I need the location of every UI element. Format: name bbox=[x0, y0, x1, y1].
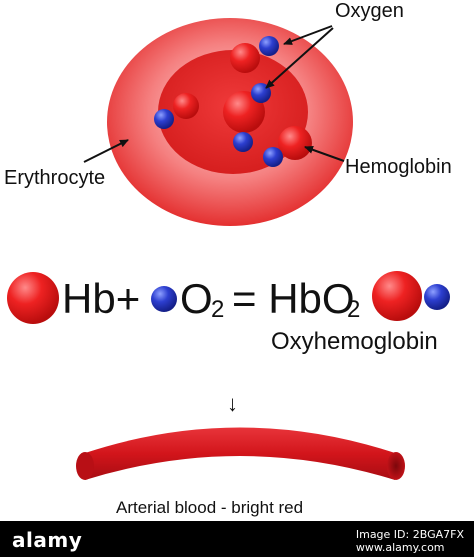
equation-equals-hbo: = HbO bbox=[232, 275, 355, 322]
footer-image-id: Image ID: 2BGA7FX bbox=[355, 528, 464, 541]
oxygen-molecule bbox=[259, 36, 279, 56]
vessel-left-opening bbox=[76, 452, 94, 480]
oxygen-molecule bbox=[154, 109, 174, 129]
oxygen-molecule bbox=[263, 147, 283, 167]
pointer-arrows bbox=[83, 25, 345, 163]
hemoglobin-molecule bbox=[278, 126, 312, 160]
arterial-blood-label: Arterial blood - bright red bbox=[116, 498, 304, 517]
footer-site: www.alamy.com bbox=[355, 540, 445, 554]
oxygen-molecule bbox=[233, 132, 253, 152]
oxygen-label: Oxygen bbox=[335, 0, 404, 22]
equation-oxygen-symbol: O bbox=[180, 275, 213, 322]
erythrocyte-arrow bbox=[83, 139, 129, 163]
vessel-body bbox=[85, 427, 395, 480]
hemoglobin-molecule bbox=[173, 93, 199, 119]
oxygen-arrow bbox=[283, 25, 333, 45]
hemoglobin-arrow bbox=[304, 145, 345, 162]
erythrocyte-label: Erythrocyte bbox=[4, 167, 106, 189]
hemoglobin-molecule bbox=[223, 91, 265, 133]
oxyhemoglobin-hb bbox=[372, 271, 422, 321]
hemoglobin-molecule bbox=[230, 43, 260, 73]
footer-image-info: Image ID: 2BGA7FX www.alamy.com bbox=[355, 528, 464, 554]
vessel-right-opening bbox=[387, 452, 405, 480]
oxyhemoglobin-label: Oxyhemoglobin bbox=[271, 328, 438, 355]
oxyhemoglobin-o2 bbox=[424, 284, 450, 310]
watermark-footer: alamy Image ID: 2BGA7FX www.alamy.com bbox=[0, 521, 474, 557]
blood-vessel bbox=[76, 427, 405, 480]
equation-hb-plus: Hb+ bbox=[62, 275, 141, 322]
equation-hbo2-subscript: 2 bbox=[347, 296, 361, 323]
oxygen-arrow bbox=[265, 27, 334, 89]
hemoglobin-label: Hemoglobin bbox=[345, 156, 452, 178]
down-arrow-icon: ↓ bbox=[227, 391, 238, 416]
hemoglobin-molecule bbox=[7, 272, 59, 324]
equation-oxygen-subscript: 2 bbox=[211, 296, 225, 323]
footer-brand: alamy bbox=[12, 528, 83, 552]
equation-molecules bbox=[7, 271, 450, 324]
oxygen-molecule bbox=[151, 286, 177, 312]
